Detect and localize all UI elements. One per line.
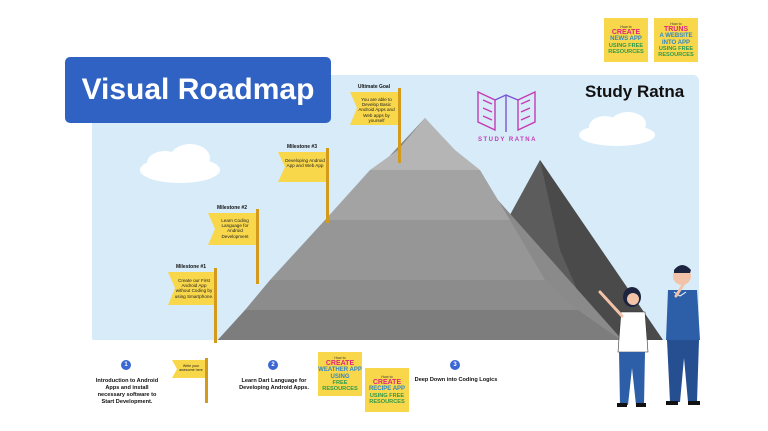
man-figure-icon	[666, 265, 700, 405]
flag-poles	[205, 88, 401, 403]
card-weather-app[interactable]: How to CREATE WEATHER APP USING FREE RES…	[318, 352, 362, 396]
study-ratna-logo-icon	[477, 90, 536, 132]
card-website-app[interactable]: How to TRUNS A WEBSITE INTO APP USING FR…	[654, 18, 698, 62]
card-recipe-app[interactable]: How to CREATE RECIPE APP USING FREE RESO…	[365, 368, 409, 412]
goal-text: You are able to Develop Basic Android Ap…	[358, 97, 395, 123]
milestone2-text: Learn Coding Language for Android Develo…	[221, 218, 249, 239]
milestone1-text: Create our First Android App without Cod…	[174, 278, 214, 299]
step1-text: Introduction to Android Apps and install…	[95, 378, 159, 405]
card-weather-line1: CREATE	[325, 360, 355, 367]
card-weather-line3: FREE RESOURCES	[322, 380, 358, 392]
mountain-layer-2	[325, 170, 510, 220]
card-news-app[interactable]: How to CREATE NEWS APP USING FREE RESOUR…	[604, 18, 648, 62]
milestone2-label: Milestone #2	[216, 205, 247, 211]
page-title: Visual Roadmap	[81, 73, 315, 106]
step2-text: Learn Dart Language for Developing Andro…	[239, 378, 309, 391]
milestone3-text: Developing Android App and Web App	[285, 158, 325, 169]
milestone1-label: Milestone #1	[175, 264, 206, 270]
mountain-layer-3	[270, 220, 545, 280]
logo-caption: STUDY RATNA	[478, 137, 537, 143]
brand-name: Study Ratna	[585, 82, 685, 101]
goal-label: Ultimate Goal	[357, 84, 391, 90]
card-website-line1: TRUNS	[663, 26, 689, 33]
step3-badge: 3	[450, 360, 460, 370]
flag-shapes	[168, 92, 398, 378]
ground	[92, 340, 699, 343]
step2-badge: 2	[268, 360, 278, 370]
mountain-layer-5	[215, 310, 625, 343]
milestone3-label: Milestone #3	[286, 144, 317, 150]
card-weather-line2: WEATHER APP USING	[318, 367, 362, 380]
card-website-line2: A WEBSITE INTO APP	[659, 33, 693, 46]
card-website-small: How to	[670, 22, 682, 26]
step1-badge: 1	[121, 360, 131, 370]
card-weather-small: How to	[334, 356, 346, 360]
card-recipe-small: How to	[381, 375, 393, 380]
card-news-line2: NEWS APP	[610, 36, 642, 43]
cloud-icon-left	[140, 144, 220, 183]
card-recipe-line2: RECIPE APP	[368, 386, 406, 393]
woman-figure-icon	[598, 287, 649, 407]
mountain-layer-top	[370, 118, 480, 170]
page-title-box: Visual Roadmap	[65, 57, 331, 123]
cloud-icon-right	[579, 112, 655, 146]
card-website-line3: USING FREE RESOURCES	[658, 46, 694, 58]
small-flag-text: Write your awesome here	[179, 364, 203, 373]
card-recipe-line3: USING FREE RESOURCES	[369, 392, 405, 405]
mountain-layer-4	[245, 280, 578, 310]
step3-text: Deep Down into Coding Logics	[414, 377, 498, 383]
card-news-line3: USING FREE RESOURCES	[608, 42, 644, 55]
card-news-small: How to	[620, 25, 632, 30]
card-recipe-line1: CREATE	[372, 379, 402, 387]
card-news-line1: CREATE	[611, 29, 641, 37]
